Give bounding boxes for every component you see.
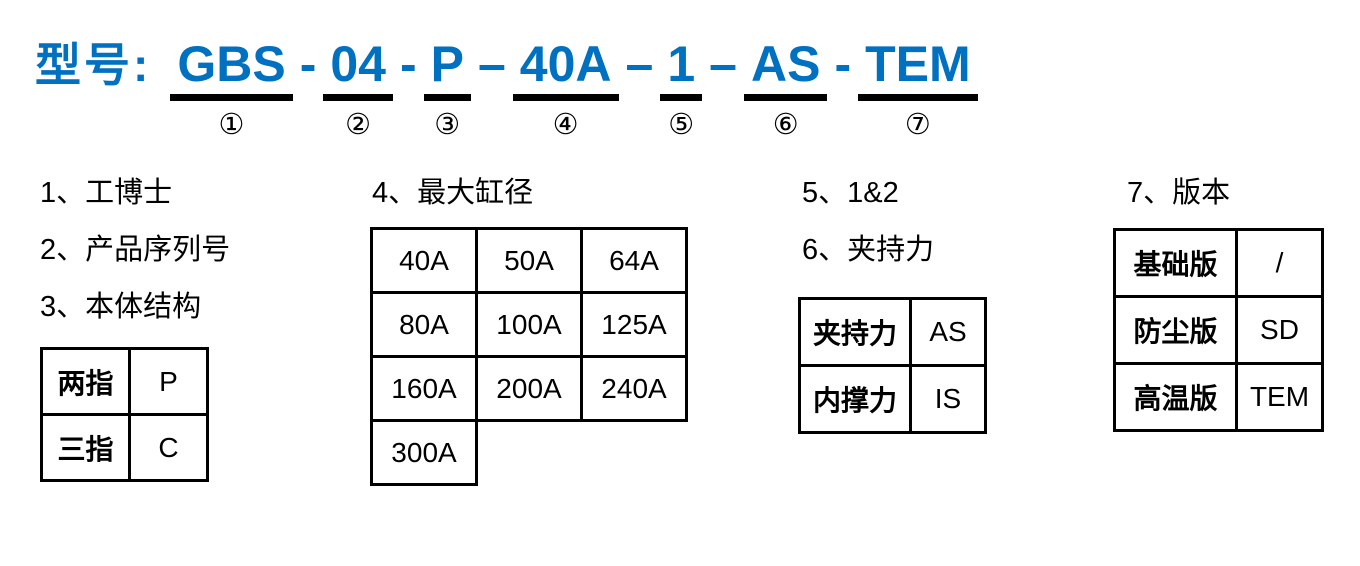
table-cell: 80A (370, 291, 478, 358)
segment-marker: ⑥ (772, 109, 799, 141)
table-cell: 50A (475, 227, 583, 294)
section-heading-5: 5、1&2 (802, 177, 899, 209)
table-cell: SD (1235, 295, 1324, 365)
table-cell: 240A (580, 355, 688, 422)
segment-marker: ⑤ (668, 109, 695, 141)
table-cell: 160A (370, 355, 478, 422)
right-headings: 5、1&2 6、夹持力 (802, 165, 934, 279)
model-segment-1: GBS ① (170, 36, 293, 141)
model-segment-text: GBS (177, 36, 286, 92)
table-cell: 内撑力 (798, 364, 912, 434)
version-table: 基础版 / 防尘版 SD 高温版 TEM (1113, 228, 1324, 432)
model-segment-text: TEM (865, 36, 971, 92)
segment-marker: ③ (434, 109, 461, 141)
model-segment-text: P (430, 36, 464, 92)
model-segment-5: 1 ⑤ (660, 36, 703, 141)
table-cell: C (128, 413, 209, 482)
segment-marker: ④ (552, 109, 579, 141)
segment-marker: ⑦ (904, 109, 931, 141)
model-segment-6: AS ⑥ (743, 36, 828, 141)
table-cell: 125A (580, 291, 688, 358)
table-cell: 夹持力 (798, 297, 912, 367)
legend-list: 1、工博士 2、产品序列号 3、本体结构 (40, 165, 230, 336)
table-cell: 高温版 (1113, 362, 1238, 432)
structure-table: 两指 P 三指 C (40, 347, 209, 482)
model-separator: - (834, 36, 852, 92)
table-cell: 64A (580, 227, 688, 294)
model-segment-2: 04 ② (323, 36, 393, 141)
model-segment-text: 1 (667, 36, 696, 92)
table-cell: / (1235, 228, 1324, 298)
legend-item-2: 2、产品序列号 (40, 234, 231, 266)
model-segment-7: TEM ⑦ (858, 36, 978, 141)
table-cell: 基础版 (1113, 228, 1238, 298)
model-segment-text: AS (750, 36, 821, 92)
segment-underline (858, 94, 978, 101)
segment-underline (323, 94, 393, 101)
section-heading-force: 6、夹持力 (802, 234, 935, 266)
model-separator: – (625, 36, 654, 92)
segment-marker: ② (345, 109, 372, 141)
model-separator: - (299, 36, 317, 92)
legend-item-3: 3、本体结构 (40, 291, 202, 323)
table-cell: IS (909, 364, 987, 434)
force-table: 夹持力 AS 内撑力 IS (798, 297, 987, 434)
model-number-line: 型号: GBS ① - 04 ② - P ③ – 40A ④ – 1 ⑤ (35, 36, 978, 141)
section-heading-bore: 4、最大缸径 (372, 177, 534, 209)
bore-table: 40A 50A 64A 80A 100A 125A 160A 200A 240A… (370, 227, 688, 486)
model-separator: - (399, 36, 417, 92)
segment-marker: ① (218, 109, 245, 141)
table-cell: 三指 (40, 413, 131, 482)
segment-underline (423, 94, 471, 101)
model-separator: – (709, 36, 737, 92)
model-segment-3: P ③ (423, 36, 471, 141)
table-cell: TEM (1235, 362, 1324, 432)
table-cell: 200A (475, 355, 583, 422)
table-cell: 两指 (40, 347, 131, 416)
model-separator: – (477, 36, 506, 92)
table-cell: 40A (370, 227, 478, 294)
table-cell: P (128, 347, 209, 416)
legend-item-1: 1、工博士 (40, 177, 173, 209)
model-label: 型号: (35, 39, 152, 91)
table-cell: 防尘版 (1113, 295, 1238, 365)
segment-underline (512, 94, 619, 101)
model-segment-4: 40A ④ (512, 36, 619, 141)
model-segment-text: 40A (519, 36, 612, 92)
segment-underline (170, 94, 293, 101)
section-heading-version: 7、版本 (1127, 177, 1231, 209)
table-cell: 100A (475, 291, 583, 358)
model-segment-text: 04 (330, 36, 386, 92)
table-cell: 300A (370, 419, 478, 486)
segment-underline (743, 94, 828, 101)
segment-underline (660, 94, 703, 101)
table-cell: AS (909, 297, 987, 367)
